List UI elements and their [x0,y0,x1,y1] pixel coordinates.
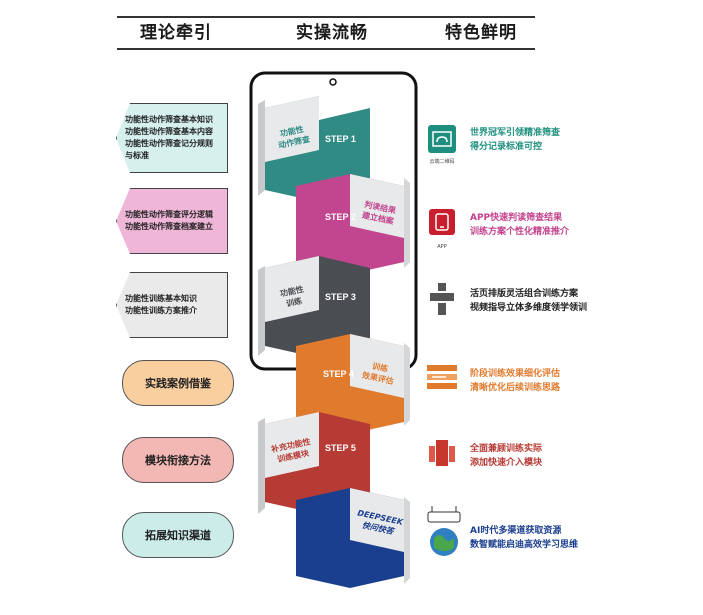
theory-panel-1-line-3: 功能性动作筛查记分规则 [125,139,213,148]
feature-2-text: APP快速判读筛查结果 训练方案个性化精准推介 [470,211,569,239]
feature-2-line-1: APP快速判读筛查结果 [470,213,563,223]
evaluation-list-icon [427,365,457,389]
looseleaf-icon [430,283,454,315]
theory-panel-1-line-1: 功能性动作筛查基本知识 [125,115,213,124]
theory-panel-2-line-1: 功能性动作筛查评分逻辑 [125,210,213,219]
feature-5-text: 全面兼顾训练实际 添加快速介入模块 [470,442,542,470]
theory-panel-1-line-2: 功能性动作筛查基本内容 [125,127,213,136]
header-top-line [117,16,535,18]
feature-5-line-1: 全面兼顾训练实际 [470,444,543,454]
feature-6-line-1: AI时代多渠道获取资源 [470,526,562,536]
feature-4-line-2: 清晰优化后续训练思路 [470,383,561,393]
feature-4-text: 阶段训练效果细化评估 清晰优化后续训练思路 [470,367,560,395]
header-theory: 理论牵引 [140,23,212,43]
app-icon-label: APP [437,244,447,250]
header-bottom-line [117,48,535,50]
app-icon [429,209,455,235]
feature-4-line-1: 阶段训练效果细化评估 [470,369,561,379]
feature-1-text: 世界冠军引领精准筛查 得分记录标准可控 [470,126,560,154]
feature-6-line-2: 数智赋能启迪高效学习思维 [470,540,579,550]
theory-panel-3: 功能性训练基本知识 功能性训练方案推介 [116,272,228,338]
module-stack-icon [429,440,455,466]
step-5-label: STEP 5 [325,443,356,453]
step-3-label: STEP 3 [325,292,356,302]
pill-module-link: 模块衔接方法 [122,437,234,483]
step-2-label: STEP 2 [325,212,356,222]
theory-panel-2: 功能性动作筛查评分逻辑 功能性动作筛查档案建立 [116,188,228,254]
feature-5-line-2: 添加快速介入模块 [470,458,543,468]
phone-camera [329,78,337,86]
feature-1-line-1: 世界冠军引领精准筛查 [470,128,561,138]
header-practice: 实操流畅 [296,23,368,43]
feature-3-line-1: 活页排版灵活组合训练方案 [470,289,579,299]
theory-panel-2-line-2: 功能性动作筛查档案建立 [125,222,213,231]
cloud-qr-icon-label: 云端二维码 [429,159,455,165]
theory-panel-3-line-2: 功能性训练方案推介 [125,306,197,315]
header-feature: 特色鲜明 [445,23,517,43]
pill-knowledge-channel: 拓展知识渠道 [122,512,234,558]
step-4-label: STEP 4 [323,369,354,379]
feature-3-text: 活页排版灵活组合训练方案 视频指导立体多维度领学领训 [470,287,587,315]
theory-panel-1-line-4: 与标准 [125,151,149,160]
feature-2-line-2: 训练方案个性化精准推介 [470,227,570,237]
theory-panel-1: 功能性动作筛查基本知识 功能性动作筛查基本内容 功能性动作筛查记分规则 与标准 [116,103,228,173]
feature-6-text: AI时代多渠道获取资源 数智赋能启迪高效学习思维 [470,524,578,552]
pill-case-study: 实践案例借鉴 [122,360,234,406]
feature-3-line-2: 视频指导立体多维度领学领训 [470,303,588,313]
step-1-label: STEP 1 [325,134,356,144]
globe-router-icon [427,506,461,556]
cloud-qr-icon [428,125,456,153]
feature-1-line-2: 得分记录标准可控 [470,142,543,152]
theory-panel-3-line-1: 功能性训练基本知识 [125,294,197,303]
